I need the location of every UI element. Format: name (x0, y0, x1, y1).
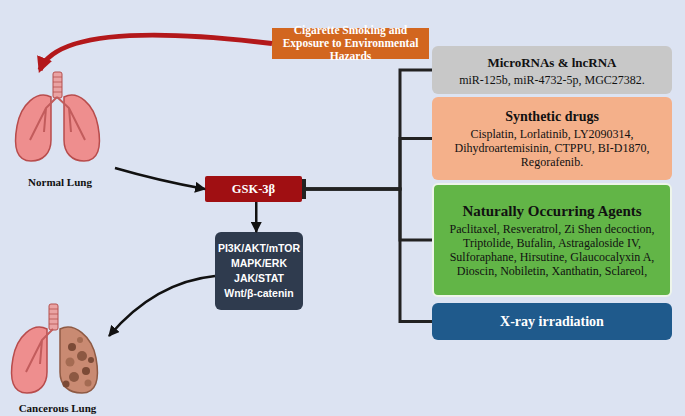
inhibition-line (304, 189, 432, 240)
cancerous-lung-drawing (12, 304, 98, 393)
flow-arrow (109, 276, 215, 336)
normal-lung-drawing (16, 72, 100, 161)
flow-arrow (115, 168, 205, 189)
node-body: Wnt/β-catenin (224, 286, 293, 301)
node-label: PI3K/AKT/mTOR (218, 241, 300, 256)
node-label: Cigarette Smoking and Exposure to Enviro… (278, 24, 423, 63)
node-body: Cisplatin, Lorlatinib, LY2090314, Dihydr… (438, 127, 666, 169)
node-label: Normal Lung (28, 176, 92, 188)
exposure-arrow (40, 35, 272, 70)
flow-arrow (255, 202, 258, 232)
inhibition-line (304, 139, 432, 190)
node-body: Paclitaxel, Resveratrol, Zi Shen decocti… (440, 222, 664, 278)
node-body: JAK/STAT (234, 271, 284, 286)
node-label: X-ray irradiation (500, 313, 604, 330)
target-box: GSK-3β (205, 176, 302, 202)
node-label: GSK-3β (232, 182, 275, 197)
node-label: MicroRNAs & lncRNA (487, 54, 616, 71)
inhibition-line (304, 189, 432, 322)
lung-figure: Normal Lung (5, 66, 115, 188)
hazard-box: Cigarette Smoking and Exposure to Enviro… (272, 28, 429, 59)
inhibition-line (304, 70, 432, 189)
node-label: Synthetic drugs (505, 108, 599, 125)
inhibitor-box: Naturally Occurring AgentsPaclitaxel, Re… (432, 183, 672, 297)
inhibitor-box: X-ray irradiation (432, 303, 672, 340)
node-body: MAPK/ERK (231, 256, 287, 271)
inhibitor-box: MicroRNAs & lncRNA miR-125b, miR-4732-5p,… (432, 46, 672, 94)
node-label: Naturally Occurring Agents (462, 203, 641, 220)
node-label: Cancerous Lung (19, 402, 97, 414)
node-body: miR-125b, miR-4732-5p, MGC27382. (459, 73, 645, 87)
lung-figure: Cancerous Lung (0, 300, 115, 414)
pathway-box: PI3K/AKT/mTORMAPK/ERKJAK/STATWnt/β-caten… (215, 232, 303, 310)
inhibitor-box: Synthetic drugsCisplatin, Lorlatinib, LY… (432, 97, 672, 180)
